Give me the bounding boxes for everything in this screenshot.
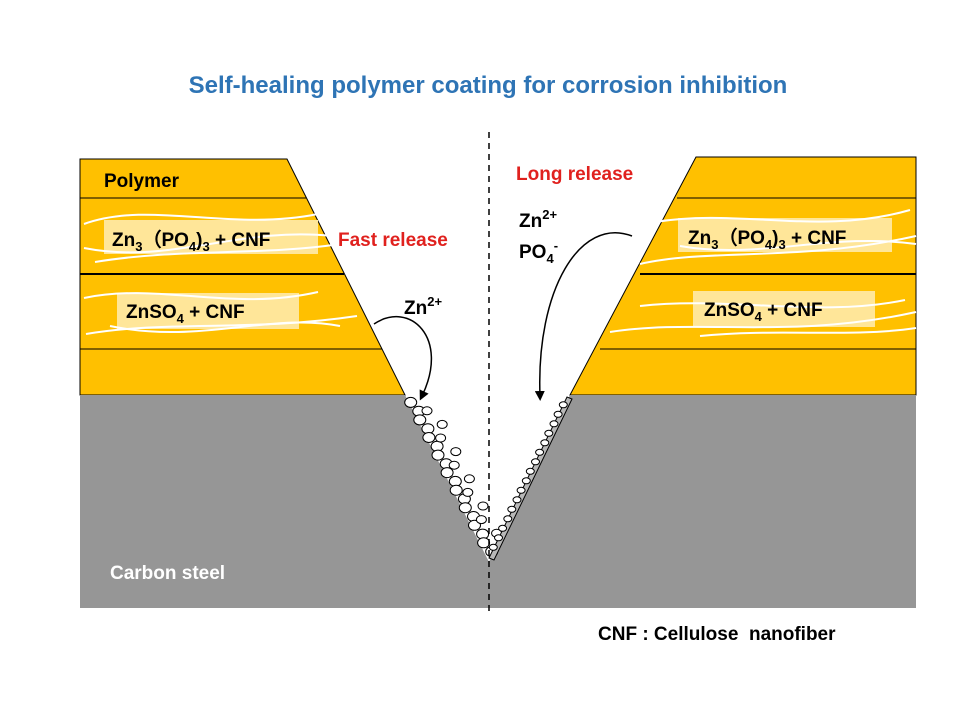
left-deposit-particle — [413, 414, 427, 426]
left-deposit-particle — [404, 396, 418, 408]
right-deposit-particle — [544, 429, 554, 437]
page-title: Self-healing polymer coating for corrosi… — [189, 72, 788, 99]
left-coating — [79, 158, 406, 396]
left-deposit-particle — [477, 537, 491, 549]
right-znso4-label: ZnSO4 + CNF — [704, 300, 823, 324]
right-deposit-particle — [553, 410, 563, 418]
right-deposit-particle — [498, 524, 508, 532]
right-zn3po4-label: Zn3（PO4)3 + CNF — [688, 226, 846, 252]
right-deposit-particle — [525, 467, 535, 475]
fast-release-label: Fast release — [338, 230, 448, 251]
carbon-steel-substrate — [80, 395, 916, 608]
right-znso4-band — [693, 291, 875, 327]
left-release-arrow — [373, 316, 433, 401]
right-release-arrow — [534, 232, 633, 401]
right-deposit-particle — [488, 543, 498, 551]
right-coating-body — [569, 156, 917, 396]
polymer-label: Polymer — [104, 171, 180, 192]
right-deposit-particle — [516, 486, 526, 494]
right-deposit-particle — [549, 420, 559, 428]
left-deposit-particle — [436, 419, 448, 429]
right-cellulose-fibers — [609, 209, 917, 337]
left-deposit-particle — [475, 515, 487, 525]
left-znso4-label: ZnSO4 + CNF — [126, 302, 245, 326]
left-coating-body — [79, 158, 406, 396]
left-deposit-particle — [431, 449, 445, 461]
cnf-footnote: CNF : Cellulose nanofiber — [598, 624, 836, 645]
left-deposit-particle — [458, 502, 472, 514]
right-deposit-particle — [558, 401, 568, 409]
right-deposit-particle — [521, 477, 531, 485]
right-zn-ion-label: Zn2+ — [519, 207, 557, 232]
carbon-steel-label: Carbon steel — [110, 563, 225, 584]
left-cellulose-fibers — [83, 213, 358, 335]
left-deposit-particle — [449, 484, 463, 496]
right-deposit-particle — [535, 448, 545, 456]
right-deposit-particle — [494, 534, 503, 542]
left-deposit-particle — [463, 474, 475, 484]
left-zn3po4-band — [104, 220, 318, 254]
left-deposit-particle — [468, 519, 481, 531]
right-po4-ion-label: PO4- — [519, 238, 558, 266]
right-deposit-particle — [531, 458, 540, 466]
left-deposit-particle — [422, 432, 436, 443]
left-deposit-particle — [450, 447, 462, 457]
right-coating — [569, 156, 917, 396]
left-deposit-particle — [421, 406, 433, 416]
left-zn-ion-label: Zn2+ — [404, 294, 442, 319]
left-deposit-particle — [477, 501, 489, 511]
left-deposit-particle — [462, 487, 474, 497]
right-deposit-particle — [507, 505, 517, 513]
left-deposit-particle — [448, 460, 460, 470]
right-notch-deposits — [488, 401, 568, 551]
right-deposit-particle — [512, 496, 522, 504]
right-deposit-particle — [503, 515, 513, 523]
left-zn3po4-label: Zn3（PO4)3 + CNF — [112, 228, 270, 254]
left-deposit-particle — [440, 467, 454, 479]
right-deposit-particle — [540, 439, 550, 447]
long-release-label: Long release — [516, 164, 633, 185]
left-deposit-particle — [435, 433, 447, 443]
